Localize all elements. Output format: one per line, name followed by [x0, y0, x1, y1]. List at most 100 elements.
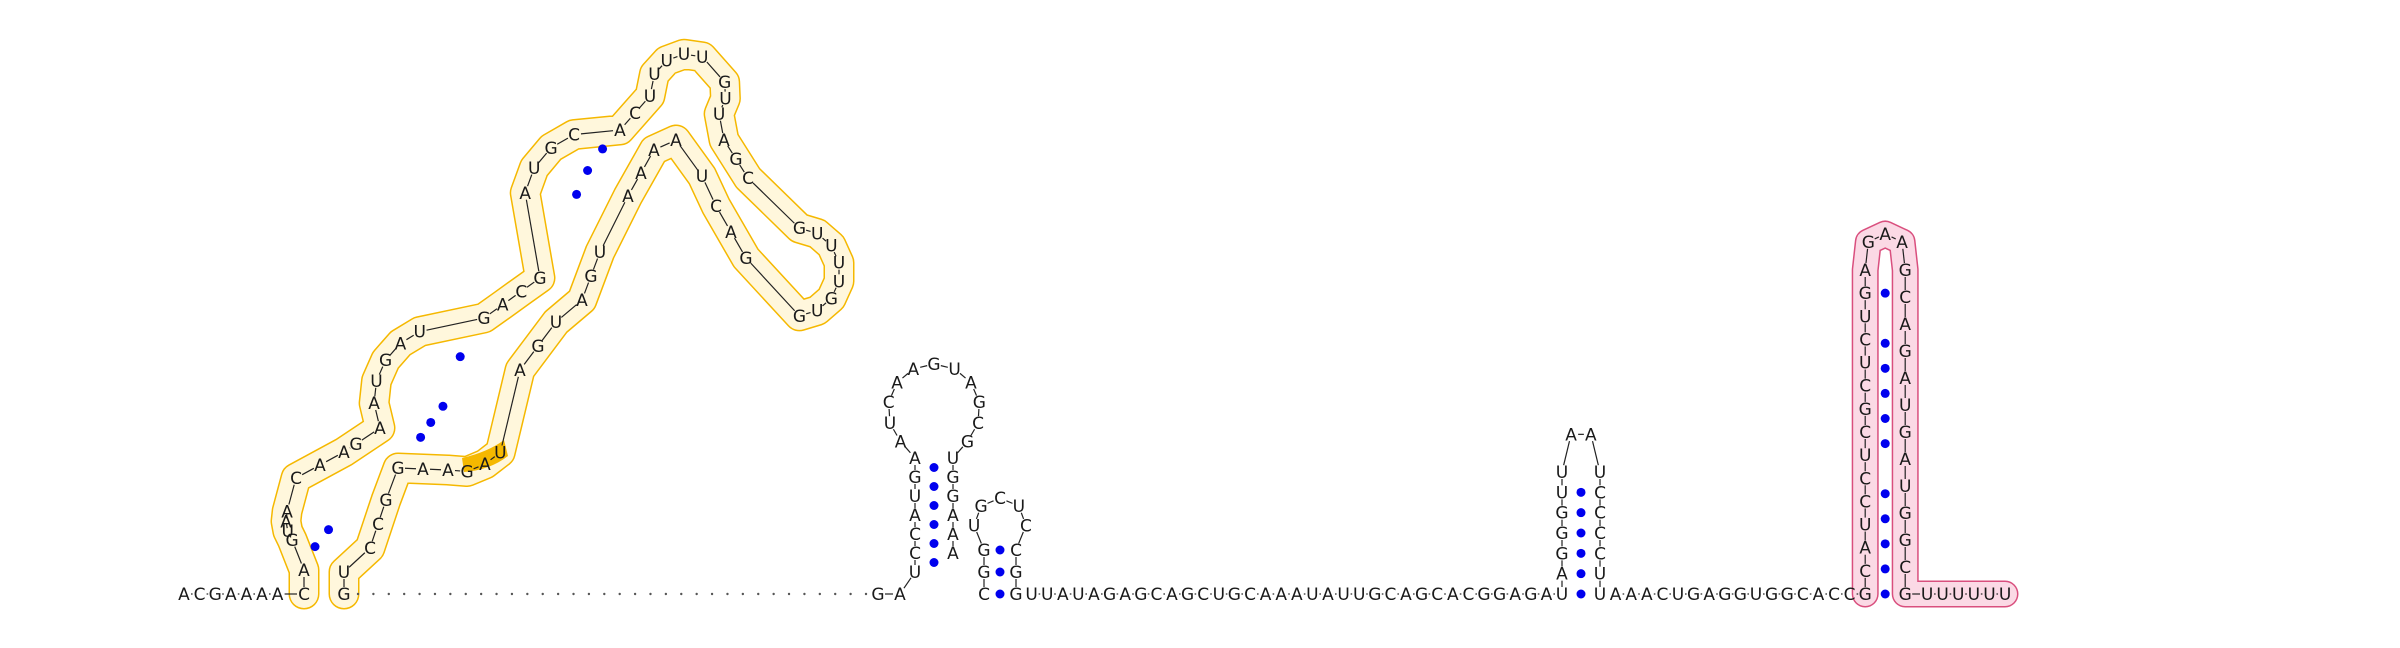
base-pair-dot: [416, 432, 426, 442]
linker-nucleotide: A: [1447, 585, 1459, 605]
backbone-bond: [1902, 248, 1906, 264]
terminator-nucleotide: G: [1859, 585, 1872, 605]
backbone-bond: [325, 454, 339, 463]
backbone-bond: [1865, 248, 1869, 264]
linker-nucleotide: U: [1353, 585, 1365, 605]
backbone-bond: [957, 446, 964, 454]
hairpin1-nucleotide: A: [891, 374, 903, 394]
domain1-nucleotide: A: [635, 164, 647, 184]
gap-dot: [510, 592, 514, 596]
hairpin2-nucleotide: G: [1009, 585, 1022, 605]
backbone-bond: [374, 387, 377, 397]
hairpin3-nucleotide: G: [1555, 504, 1568, 524]
linker-nucleotide: G: [1368, 585, 1381, 605]
domain1-outline-fill: [272, 40, 853, 608]
domain1-nucleotide: U: [696, 167, 708, 187]
backbone-bond: [288, 533, 292, 538]
domain1-nucleotide: A: [614, 121, 626, 141]
domain1-nucleotide: U: [719, 90, 731, 110]
linker-nucleotide: A: [1057, 585, 1069, 605]
hairpin1-nucleotide: A: [947, 525, 959, 545]
linker-nucleotide: U: [1337, 585, 1349, 605]
terminator-nucleotide: U: [1899, 477, 1911, 497]
terminator-nucleotide: G: [1859, 400, 1872, 420]
backbone-bond: [643, 155, 652, 168]
hairpin1-nucleotide: A: [908, 360, 920, 380]
domain1-nucleotide: U: [678, 45, 690, 65]
domain1-nucleotide: G: [718, 73, 731, 93]
domain1-nucleotide: A: [395, 334, 407, 354]
linker2-nucleotide: G: [1781, 585, 1794, 605]
base-pair-dot: [455, 352, 465, 362]
backbone-bond: [630, 178, 639, 191]
gap-dot: [618, 592, 621, 596]
backbone-bond: [426, 318, 478, 331]
leader-nucleotide: A: [272, 585, 284, 605]
base-pair-dot: [929, 539, 939, 548]
backbone-bond: [501, 376, 519, 446]
hairpin1-nucleotide: A: [909, 506, 921, 526]
hairpin2-nucleotide: G: [974, 497, 987, 517]
backbone-bond: [727, 145, 733, 154]
domain1-nucleotide: G: [286, 531, 299, 551]
backbone-bond: [389, 348, 397, 356]
domain1-nucleotide: A: [298, 561, 310, 581]
linker-nucleotide: C: [1197, 585, 1209, 605]
terminator-nucleotide: C: [1859, 377, 1871, 397]
base-pair-dot: [1576, 569, 1586, 579]
hairpin2-nucleotide: U: [1013, 497, 1025, 517]
hairpin1-nucleotide: A: [965, 374, 977, 394]
gap-dot: [387, 592, 390, 596]
linker2-nucleotide: G: [1687, 585, 1700, 605]
hairpin3-nucleotide: A: [1565, 425, 1577, 445]
gap-dot: [664, 592, 668, 596]
terminator-tail-nucleotide: U: [1952, 585, 1964, 605]
backbone-bond: [348, 552, 366, 568]
hairpin1-nucleotide: C: [909, 544, 921, 564]
terminator-nucleotide: G: [1899, 423, 1912, 443]
base-pair-dot: [1880, 288, 1890, 298]
backbone-bond: [301, 467, 315, 476]
linker-nucleotide: G: [1228, 585, 1241, 605]
backbone-bond: [406, 334, 415, 341]
backbone: [191, 54, 1999, 596]
backbone-bond: [890, 388, 895, 396]
terminator-nucleotide: A: [1859, 261, 1871, 281]
gap-dot: [772, 592, 775, 596]
hairpin3-nucleotide: U: [1594, 463, 1606, 483]
hairpin3-nucleotide: U: [1556, 483, 1568, 503]
backbone-bond: [592, 258, 599, 270]
base-pair-dot: [995, 567, 1005, 577]
backbone-bond: [739, 164, 745, 173]
domain-highlights: [270, 38, 2019, 610]
base-pair-dot: [426, 417, 436, 427]
gap-dot: [372, 592, 375, 596]
backbone-bond: [976, 531, 982, 544]
domain1-nucleotide: U: [833, 272, 845, 292]
terminator-outline-fill: [1853, 222, 2017, 606]
domain1-nucleotide: C: [742, 169, 754, 189]
linker-nucleotide: A: [1322, 585, 1334, 605]
domain1-nucleotide: G: [729, 150, 742, 170]
domain1-nucleotide: C: [372, 515, 384, 535]
base-pair-dot: [310, 542, 320, 552]
backbone-bond: [371, 530, 377, 542]
hairpin1-nucleotide: G: [961, 433, 974, 453]
domain1-nucleotide: U: [370, 372, 382, 392]
backbone-bond: [1591, 441, 1599, 466]
backbone-bond: [285, 524, 288, 529]
linker-nucleotide: C: [1384, 585, 1396, 605]
backbone-bond: [1020, 512, 1025, 520]
backbone-bond: [904, 446, 911, 454]
hairpin2-nucleotide: C: [994, 489, 1006, 509]
linker-nucleotide: A: [1119, 585, 1131, 605]
domain1-nucleotide: G: [379, 351, 392, 371]
ggg-highlight: [462, 440, 508, 472]
linker-nucleotide: U: [1306, 585, 1318, 605]
terminator-nucleotide: A: [1859, 539, 1871, 559]
base-pair-dot: [1880, 363, 1890, 373]
terminator-nucleotide: G: [1899, 585, 1912, 605]
domain1-nucleotide: U: [661, 51, 673, 71]
hairpin3-nucleotide: U: [1594, 565, 1606, 585]
hairpin3-nucleotide: C: [1594, 524, 1606, 544]
